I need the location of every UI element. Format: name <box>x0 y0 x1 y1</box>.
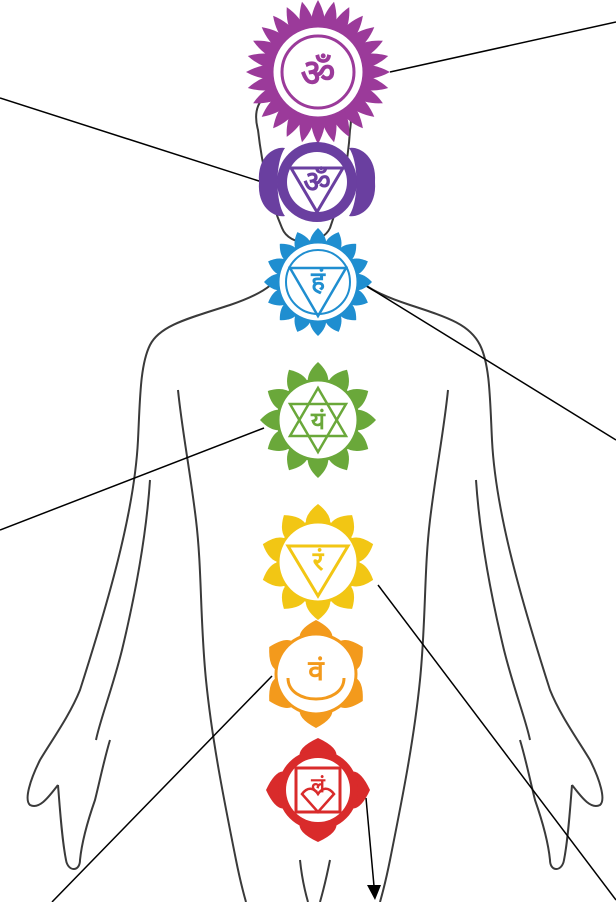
right-hand <box>520 740 572 869</box>
chakra-throat: हं <box>264 228 372 336</box>
right-torso <box>380 390 448 902</box>
chakra-root: लं <box>266 738 370 842</box>
crown-symbol: ॐ <box>301 51 336 95</box>
leader-solar-plexus <box>378 585 616 900</box>
leader-root-arrowhead <box>367 885 381 900</box>
right-shoulder <box>350 262 602 806</box>
chakra-solar-plexus: रं <box>263 504 373 620</box>
left-torso <box>178 390 246 902</box>
leader-sacral <box>52 676 272 902</box>
chakra-heart: यं <box>260 362 376 478</box>
neck-and-shoulders <box>28 262 282 806</box>
leg-gap <box>300 860 308 902</box>
chakra-crown: ॐ <box>246 0 390 144</box>
solar-plexus-symbol: रं <box>312 547 325 577</box>
chakra-third-eye: ॐ <box>259 142 375 222</box>
throat-symbol: हं <box>310 267 326 297</box>
chakra-sacral: वं <box>269 620 363 728</box>
sacral-symbol: वं <box>307 654 325 687</box>
heart-symbol: यं <box>310 407 326 435</box>
leg-gap-2 <box>320 860 330 902</box>
leader-third-eye <box>0 98 262 182</box>
leader-throat <box>360 282 616 440</box>
leader-crown <box>390 22 616 72</box>
leader-heart <box>0 428 264 530</box>
root-symbol: लं <box>310 773 326 797</box>
leader-root <box>366 798 374 886</box>
third-eye-symbol: ॐ <box>303 165 330 200</box>
